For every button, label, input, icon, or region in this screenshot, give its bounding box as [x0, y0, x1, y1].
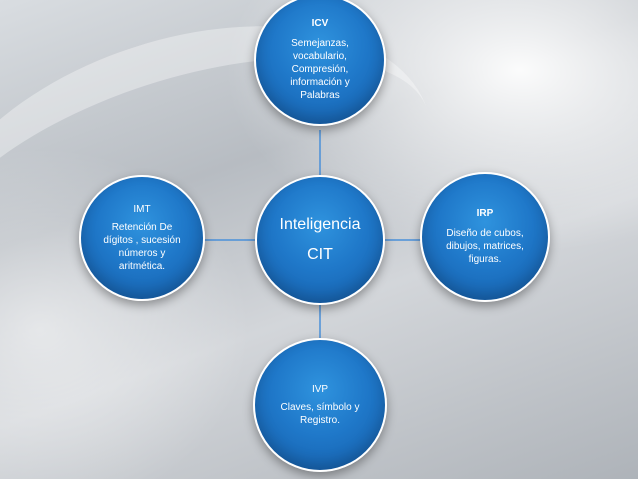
node-top-icv: ICV Semejanzas, vocabulario, Compresión,…	[254, 0, 386, 126]
node-top-text: Semejanzas, vocabulario, Compresión, inf…	[290, 38, 350, 101]
node-top-title: ICV	[311, 18, 329, 29]
node-center-text: Inteligencia CIT	[279, 216, 361, 263]
node-left-title: IMT	[133, 203, 151, 215]
node-center-cit: Inteligencia CIT	[255, 175, 385, 305]
node-right-irp: IRP Diseño de cubos, dibujos, matrices, …	[420, 172, 550, 302]
node-bottom-text: Claves, símbolo y Registro.	[280, 401, 360, 426]
node-left-text: Retención De dígitos , sucesión números …	[103, 221, 181, 272]
node-left-imt: IMT Retención De dígitos , sucesión núme…	[79, 175, 205, 301]
node-bottom-ivp: IVP Claves, símbolo y Registro.	[253, 338, 387, 472]
node-bottom-title: IVP	[311, 383, 329, 395]
node-right-title: IRP	[476, 208, 494, 219]
node-right-text: Diseño de cubos, dibujos, matrices, figu…	[446, 228, 524, 265]
